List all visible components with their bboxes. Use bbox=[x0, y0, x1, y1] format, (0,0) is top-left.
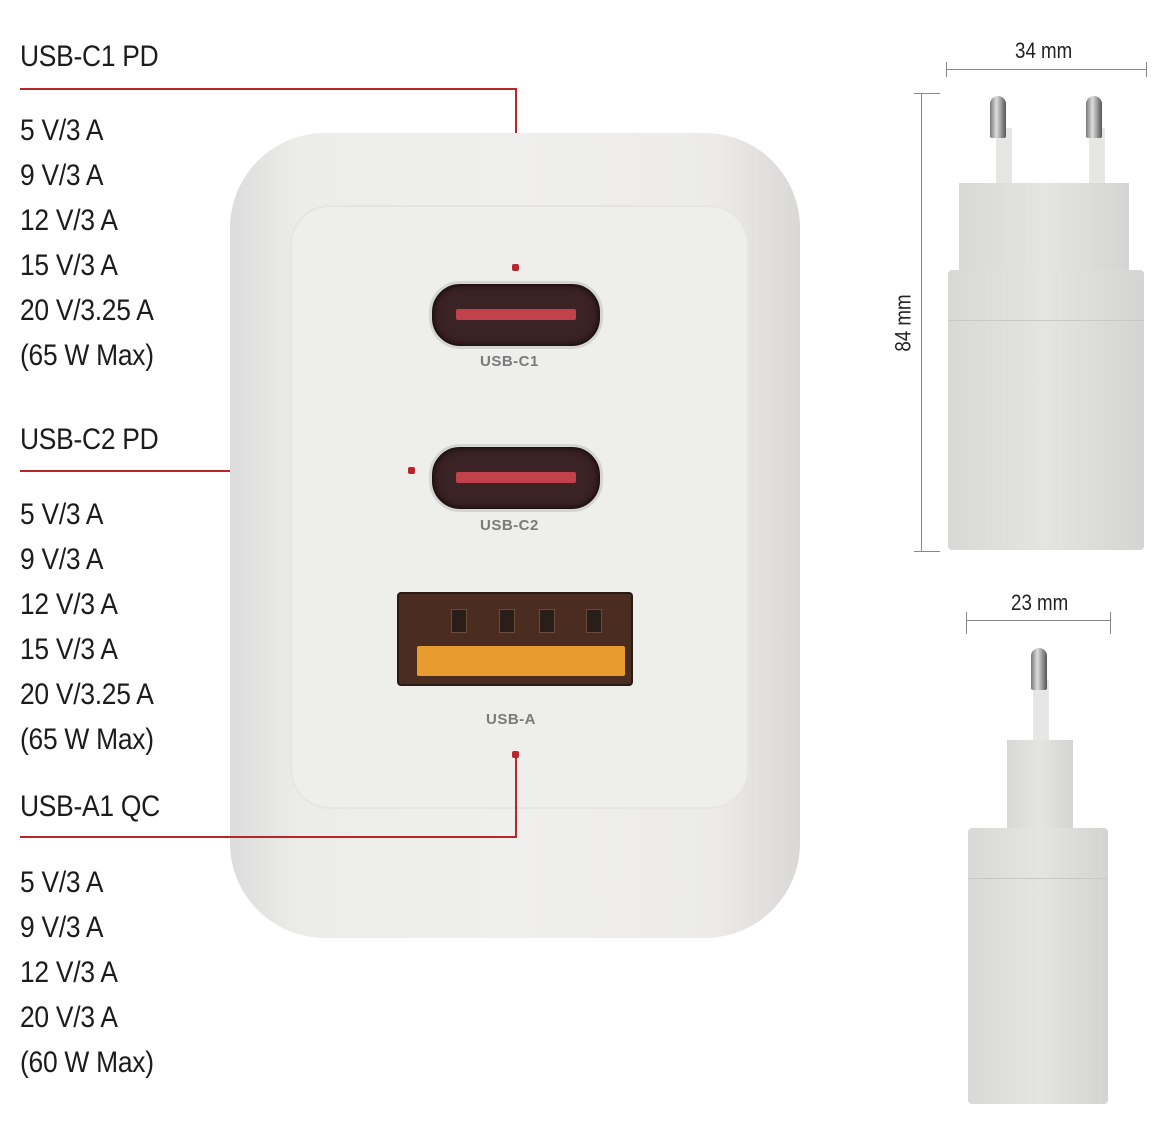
usb-a-pin bbox=[451, 609, 467, 633]
spec-item: 20 V/3.25 A bbox=[20, 294, 154, 327]
usb-c2-port bbox=[429, 444, 603, 512]
plug-pin-stem bbox=[1033, 680, 1049, 740]
port-title-usb-c1: USB-C1 PD bbox=[20, 40, 159, 73]
dimension-height-label: 84 mm bbox=[890, 294, 916, 352]
usb-a-port bbox=[397, 592, 633, 686]
plug-collar-side bbox=[1007, 740, 1073, 830]
usb-a-tongue bbox=[417, 646, 625, 676]
spec-item: 5 V/3 A bbox=[20, 114, 104, 147]
spec-item: 9 V/3 A bbox=[20, 543, 104, 576]
spec-item: 15 V/3 A bbox=[20, 249, 118, 282]
plug-pin-stem bbox=[1089, 128, 1105, 188]
spec-item: (65 W Max) bbox=[20, 339, 154, 372]
spec-list-usb-a1: 5 V/3 A 9 V/3 A 12 V/3 A 20 V/3 A (60 W … bbox=[20, 860, 154, 1085]
usb-c2-tongue bbox=[456, 472, 576, 483]
charger-side-profile bbox=[968, 828, 1108, 1104]
dimension-width-line bbox=[946, 69, 1146, 70]
dimension-tick bbox=[914, 93, 940, 94]
plug-pin-icon bbox=[1086, 96, 1102, 138]
plug-collar bbox=[959, 183, 1129, 271]
port-title-usb-a1: USB-A1 QC bbox=[20, 790, 160, 823]
spec-item: 20 V/3 A bbox=[20, 1001, 118, 1034]
seam-line bbox=[948, 320, 1144, 321]
dimension-tick bbox=[946, 62, 947, 77]
port-label-usb-c2: USB-C2 bbox=[480, 517, 539, 534]
charger-side-body bbox=[948, 270, 1144, 550]
usb-a-pin bbox=[539, 609, 555, 633]
callout-dot-usb-c1 bbox=[512, 264, 519, 271]
spec-item: 5 V/3 A bbox=[20, 498, 104, 531]
plug-pin-stem bbox=[996, 128, 1012, 188]
dimension-height-line bbox=[921, 93, 922, 551]
callout-dot-usb-a1 bbox=[512, 751, 519, 758]
callout-line-usb-a1 bbox=[20, 836, 517, 838]
callout-line-usb-c2 bbox=[20, 470, 412, 472]
port-label-usb-c1: USB-C1 bbox=[480, 353, 539, 370]
usb-a-pin bbox=[586, 609, 602, 633]
usb-c1-port bbox=[429, 281, 603, 349]
spec-item: (65 W Max) bbox=[20, 723, 154, 756]
plug-pin-icon bbox=[990, 96, 1006, 138]
spec-item: 15 V/3 A bbox=[20, 633, 118, 666]
spec-item: 12 V/3 A bbox=[20, 956, 118, 989]
spec-list-usb-c1: 5 V/3 A 9 V/3 A 12 V/3 A 15 V/3 A 20 V/3… bbox=[20, 108, 154, 378]
spec-item: 9 V/3 A bbox=[20, 911, 104, 944]
spec-item: 5 V/3 A bbox=[20, 866, 104, 899]
dimension-width-label: 34 mm bbox=[1015, 38, 1073, 63]
callout-line-usb-c1 bbox=[20, 88, 517, 90]
dimension-tick bbox=[914, 551, 940, 552]
spec-item: (60 W Max) bbox=[20, 1046, 154, 1079]
spec-item: 20 V/3.25 A bbox=[20, 678, 154, 711]
dimension-tick bbox=[966, 612, 967, 634]
dimension-depth-label: 23 mm bbox=[1011, 590, 1069, 615]
usb-c1-tongue bbox=[456, 309, 576, 320]
seam-line bbox=[968, 878, 1108, 879]
spec-item: 12 V/3 A bbox=[20, 588, 118, 621]
spec-item: 9 V/3 A bbox=[20, 159, 104, 192]
port-title-usb-c2: USB-C2 PD bbox=[20, 423, 159, 456]
callout-line-usb-a1-vertical bbox=[515, 755, 517, 838]
spec-item: 12 V/3 A bbox=[20, 204, 118, 237]
spec-list-usb-c2: 5 V/3 A 9 V/3 A 12 V/3 A 15 V/3 A 20 V/3… bbox=[20, 492, 154, 762]
dimension-tick bbox=[1110, 612, 1111, 634]
port-label-usb-a: USB-A bbox=[486, 711, 536, 728]
dimension-tick bbox=[1146, 62, 1147, 77]
dimension-depth-line bbox=[966, 620, 1110, 621]
callout-dot-usb-c2 bbox=[408, 467, 415, 474]
plug-pin-icon bbox=[1031, 648, 1047, 690]
usb-a-pin bbox=[499, 609, 515, 633]
